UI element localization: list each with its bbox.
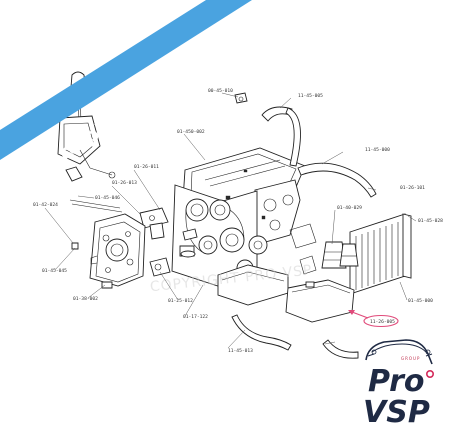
- logo-accent-dot: [425, 369, 434, 378]
- part-label: 01-45-046: [95, 195, 120, 201]
- part-label: 11-45-005: [298, 93, 323, 99]
- part-label: 01-45-028: [418, 218, 443, 224]
- gear-shifter: [57, 71, 116, 182]
- part-label: 01-45-000: [408, 298, 433, 304]
- logo-pro-text: Pro: [368, 364, 424, 399]
- small-parts: [71, 92, 248, 277]
- car-outline-icon: [365, 339, 433, 365]
- part-label: 01-26-011: [134, 164, 159, 170]
- linkage-rods: [69, 199, 169, 240]
- part-label: 01-17-122: [183, 314, 208, 320]
- bellows: [321, 241, 359, 269]
- radiator: [349, 213, 412, 295]
- engine-block: [171, 147, 317, 306]
- part-label: 01-25-012: [168, 298, 193, 304]
- gearbox: [89, 213, 146, 289]
- leader-lines: [44, 92, 417, 349]
- highlight-arrowhead: [348, 310, 355, 315]
- logo-vsp-text: VSP: [363, 395, 430, 430]
- part-label: 01-40-029: [337, 205, 362, 211]
- highlight-arrow: [351, 311, 369, 319]
- part-labels: 00-45-010 11-45-005 01-450-002 11-45-000…: [33, 88, 443, 354]
- pro-vsp-logo: GROUP Pro VSP: [363, 339, 434, 430]
- banner-ribbon: [0, 0, 252, 160]
- website-banner: pro-piece-vsp.com: [0, 0, 252, 172]
- highlight-ellipse: [363, 314, 399, 328]
- part-label-highlighted: 11-26-005: [370, 319, 395, 325]
- part-label: 01-26-101: [400, 185, 425, 191]
- logo-group-text: GROUP: [401, 356, 420, 361]
- part-label: 01-45-045: [42, 268, 67, 274]
- expansion-tank: [285, 279, 355, 323]
- part-label: 01-26-013: [112, 180, 137, 186]
- part-label: 11-45-013: [228, 348, 253, 354]
- part-label: 00-45-010: [208, 88, 233, 94]
- hoses: [231, 106, 377, 359]
- part-label: 01-450-002: [177, 129, 205, 135]
- part-label: 01-42-024: [33, 202, 58, 208]
- part-label: 11-45-000: [365, 147, 390, 153]
- part-label: 01-38-002: [73, 296, 98, 302]
